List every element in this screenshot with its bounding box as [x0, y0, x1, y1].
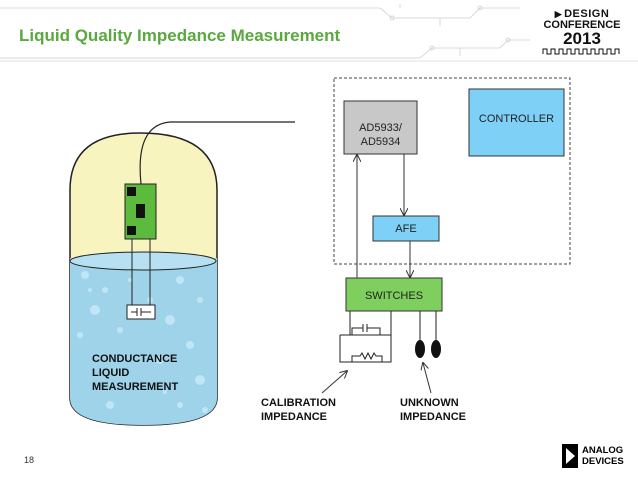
unknown-label-line1: UNKNOWN [400, 397, 459, 409]
adi-triangle-icon [566, 448, 575, 464]
header-circuit-decoration [0, 4, 638, 62]
calibration-pointer-arrow [321, 371, 347, 394]
probe-pad-top [127, 187, 136, 196]
page-number: 18 [24, 455, 35, 465]
system-boundary [333, 77, 571, 265]
calibration-label-line2: IMPEDANCE [261, 411, 328, 423]
design-conference-logo: ▶DESIGN CONFERENCE 2013 [541, 8, 623, 55]
controller-label: CONTROLLER [478, 113, 555, 125]
company-line2: DEVICES [582, 456, 624, 467]
conductance-label-line3: MEASUREMENT [92, 381, 179, 393]
probe-sensor-element [126, 239, 156, 320]
probe-chip [136, 204, 145, 218]
unknown-pointer-arrow [423, 363, 432, 394]
chip-label-line2: AD5934 [360, 136, 401, 148]
brand-design-text: DESIGN [564, 8, 610, 20]
chip-label-line1: AD5933/ [359, 122, 402, 134]
conductance-label-line2: LIQUID [92, 367, 130, 379]
liquid-fill [70, 258, 217, 425]
analog-devices-logo-icon [562, 444, 578, 468]
conductance-label: CONDUCTANCE LIQUID MEASUREMENT [92, 352, 178, 394]
liquid-surface [69, 251, 217, 271]
brand-year-text: 2013 [563, 29, 601, 48]
calibration-impedance-label: CALIBRATION IMPEDANCE [261, 396, 336, 424]
afe-block [372, 215, 440, 242]
chip-block [343, 100, 418, 155]
unknown-impedance-label: UNKNOWN IMPEDANCE [400, 396, 466, 424]
play-triangle-icon: ▶ [554, 9, 563, 19]
controller-block [468, 88, 565, 157]
circuit-squiggle-icon [542, 48, 620, 55]
switches-label: SWITCHES [364, 290, 424, 302]
unknown-label-line2: IMPEDANCE [400, 411, 467, 423]
calibration-label-line1: CALIBRATION [261, 397, 336, 409]
afe-label: AFE [395, 223, 417, 235]
analog-devices-wordmark: ANALOG DEVICES [582, 445, 624, 467]
chip-label: AD5933/ AD5934 [344, 121, 417, 149]
brand-conference-text: CONFERENCE [543, 19, 621, 31]
probe-cable [139, 121, 295, 185]
probe-pad-bottom [127, 226, 136, 235]
slide-title: Liquid Quality Impedance Measurement [19, 26, 341, 45]
design-conference-line1: ▶DESIGN [541, 8, 623, 20]
unknown-impedance-probes [415, 311, 441, 358]
calibration-impedance-network [339, 311, 392, 363]
conductance-label-line1: CONDUCTANCE [92, 353, 178, 365]
company-line1: ANALOG [582, 445, 624, 456]
switches-block [345, 277, 443, 312]
